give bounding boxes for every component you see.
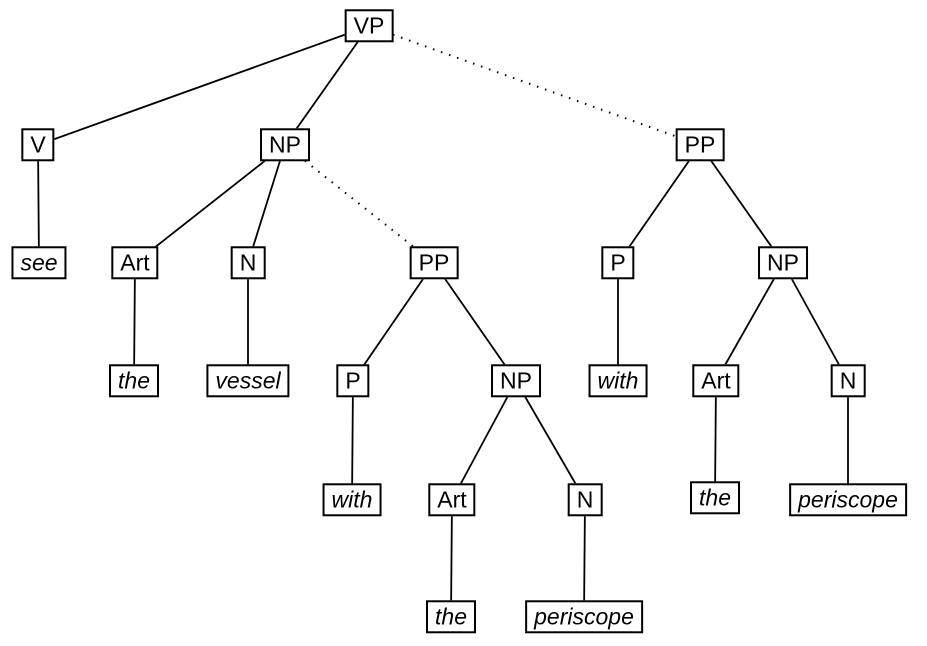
leaf-with-right: with: [588, 364, 648, 398]
edge-vp-v: [37, 25, 370, 146]
node-v: V: [21, 128, 55, 162]
node-np-main: NP: [260, 128, 310, 162]
leaf-the-mid: the: [426, 600, 476, 634]
leaf-the-left: the: [109, 364, 159, 398]
edge-ppmid-p: [352, 262, 435, 382]
edge-art-the-left: [133, 262, 136, 382]
leaf-periscope-mid: periscope: [525, 600, 643, 634]
edge-np-art: [134, 144, 286, 264]
node-n-left: N: [230, 246, 266, 280]
edge-ppright-np: [699, 144, 784, 264]
edge-npright-art: [715, 262, 784, 382]
edge-artmid-the: [450, 499, 453, 618]
node-p-right: P: [601, 246, 635, 280]
node-art-left: Art: [111, 246, 159, 280]
node-art-mid: Art: [428, 483, 476, 517]
node-pp-mid: PP: [409, 246, 459, 280]
edge-v-see: [37, 144, 40, 264]
node-p-mid: P: [336, 364, 370, 398]
edge-ppright-p: [617, 144, 701, 264]
edge-vp-np: [284, 25, 370, 146]
leaf-vessel: vessel: [206, 364, 290, 398]
node-np-right: NP: [758, 246, 808, 280]
node-n-mid: N: [567, 483, 603, 517]
leaf-with-mid: with: [322, 483, 382, 517]
leaf-the-right: the: [690, 481, 740, 515]
edge-ppmid-np: [433, 262, 517, 382]
node-n-right: N: [830, 364, 866, 398]
edge-nmid-periscope: [583, 499, 586, 618]
node-art-right: Art: [692, 364, 740, 398]
node-np-mid: NP: [491, 364, 541, 398]
edge-vp-pp-dotted: [368, 25, 701, 146]
edge-artright-the: [714, 380, 717, 499]
leaf-see: see: [11, 246, 67, 280]
edge-npmid-art: [451, 380, 517, 501]
leaf-periscope-right: periscope: [789, 483, 907, 517]
node-vp: VP: [344, 9, 394, 43]
node-pp-right: PP: [675, 128, 725, 162]
edge-np-n: [247, 144, 286, 264]
edge-pmid-with: [351, 380, 354, 501]
edge-npright-n: [782, 262, 849, 382]
edge-npmid-n: [515, 380, 586, 501]
